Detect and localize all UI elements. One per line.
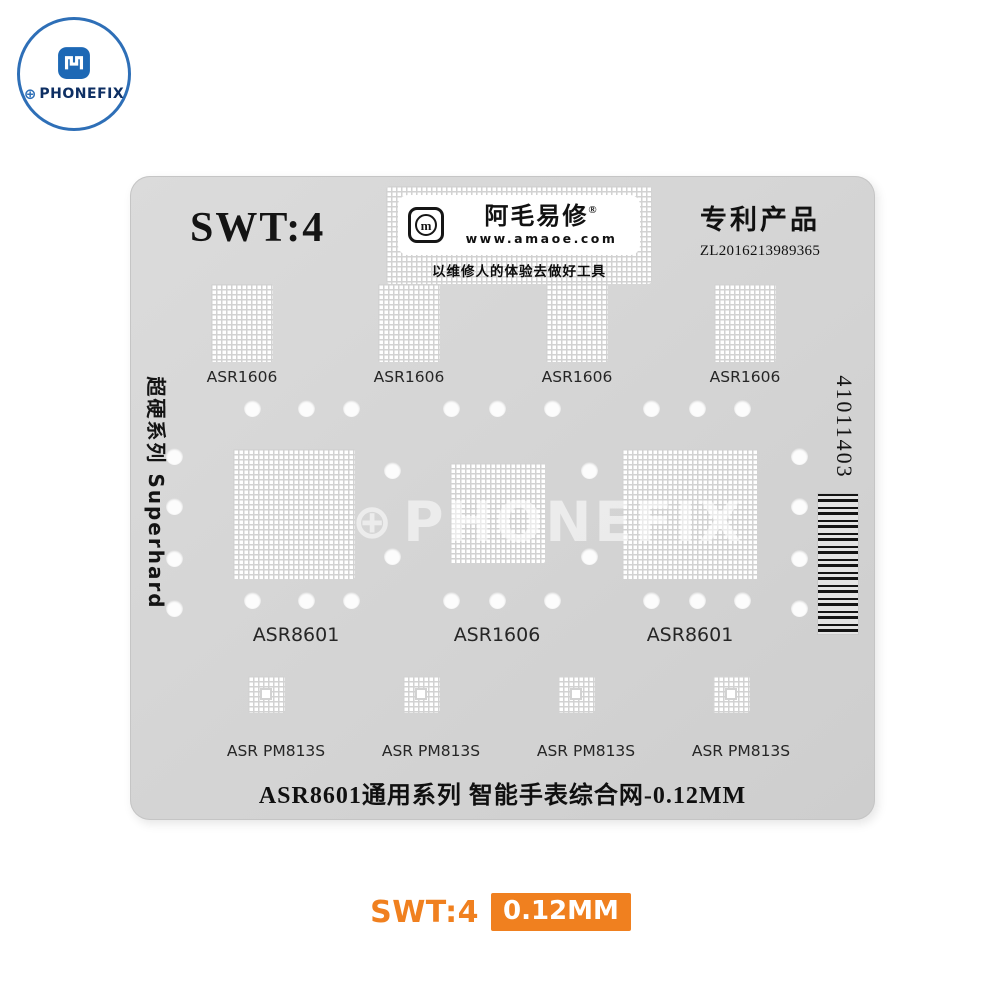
bga-pattern-asr1606-2: [378, 284, 440, 362]
amaoe-slogan: 以维修人的体验去做好工具: [432, 264, 606, 280]
hole: [166, 550, 183, 567]
hole: [791, 448, 808, 465]
hole: [343, 592, 360, 609]
hole: [544, 400, 561, 417]
chip-label: ASR1606: [206, 368, 278, 386]
phonefix-wrench-icon: [58, 46, 90, 79]
amaoe-logo-box: m 阿毛易修® www.amaoe.com: [398, 195, 640, 255]
hole: [384, 548, 401, 565]
stencil-model-title: SWT:4: [190, 205, 326, 251]
hole: [343, 400, 360, 417]
bga-pattern-asr8601-left: [233, 449, 355, 579]
bga-pattern-asr8601-right: [622, 449, 758, 579]
hole: [689, 592, 706, 609]
hole: [581, 548, 598, 565]
chip-label: ASR1606: [541, 368, 613, 386]
patent-block: 专利产品 ZL2016213989365: [675, 198, 845, 260]
patent-number: ZL2016213989365: [699, 243, 821, 259]
hole: [166, 448, 183, 465]
serial-number: 41011403: [832, 375, 857, 479]
hole: [791, 550, 808, 567]
bga-pattern-asr1606-1: [211, 284, 273, 362]
hole: [443, 400, 460, 417]
registered-mark: ®: [588, 203, 599, 216]
chip-label: ASR PM813S: [226, 742, 326, 760]
barcode: [818, 494, 858, 634]
chip-label: ASR8601: [252, 624, 340, 646]
chip-label: ASR8601: [646, 624, 734, 646]
bga-pattern-pm813s-4: [713, 676, 750, 713]
amaoe-url: www.amaoe.com: [465, 231, 618, 247]
chip-label: ASR PM813S: [381, 742, 481, 760]
hole: [244, 592, 261, 609]
bga-pattern-asr1606-4: [714, 284, 776, 362]
amaoe-logo-icon: m: [408, 207, 444, 243]
hole: [689, 400, 706, 417]
chip-label: ASR1606: [453, 624, 541, 646]
hole: [166, 600, 183, 617]
hole: [643, 592, 660, 609]
footer-thickness-badge: 0.12MM: [491, 893, 631, 931]
hole: [581, 462, 598, 479]
hole: [384, 462, 401, 479]
hole: [791, 498, 808, 515]
hole: [734, 400, 751, 417]
phonefix-logo: ⊕ PHONEFIX: [17, 17, 131, 131]
hole: [298, 400, 315, 417]
phonefix-circle-icon: ⊕: [23, 84, 37, 103]
bga-pattern-pm813s-3: [558, 676, 595, 713]
series-description: ASR8601通用系列 智能手表综合网-0.12MM: [258, 783, 747, 809]
watermark-circle-icon: ⊕: [352, 494, 396, 550]
phonefix-logo-text: PHONEFIX: [39, 85, 125, 102]
logo-dot-field: m 阿毛易修® www.amaoe.com 以维修人的体验去做好工具: [386, 186, 652, 284]
hole: [489, 592, 506, 609]
chip-label: ASR PM813S: [691, 742, 791, 760]
hole: [734, 592, 751, 609]
hole: [544, 592, 561, 609]
hole: [166, 498, 183, 515]
series-side-label: 超硬系列 Superhard: [144, 376, 168, 610]
bga-pattern-asr1606-center: [450, 463, 545, 563]
chip-label: ASR1606: [373, 368, 445, 386]
hole: [298, 592, 315, 609]
bga-pattern-asr1606-3: [546, 284, 608, 362]
hole: [244, 400, 261, 417]
stencil-plate: SWT:4 m 阿毛易修® www.amaoe.com 以维修人的体验去做好工具…: [130, 176, 875, 820]
chip-label: ASR PM813S: [536, 742, 636, 760]
hole: [643, 400, 660, 417]
hole: [791, 600, 808, 617]
patent-label: 专利产品: [700, 205, 820, 235]
footer-caption: SWT:4 0.12MM: [0, 893, 1001, 931]
amaoe-brand-name: 阿毛易修®: [484, 203, 599, 230]
footer-model: SWT:4: [370, 894, 479, 930]
bga-pattern-pm813s-1: [248, 676, 285, 713]
chip-label: ASR1606: [709, 368, 781, 386]
hole: [489, 400, 506, 417]
bga-pattern-pm813s-2: [403, 676, 440, 713]
hole: [443, 592, 460, 609]
